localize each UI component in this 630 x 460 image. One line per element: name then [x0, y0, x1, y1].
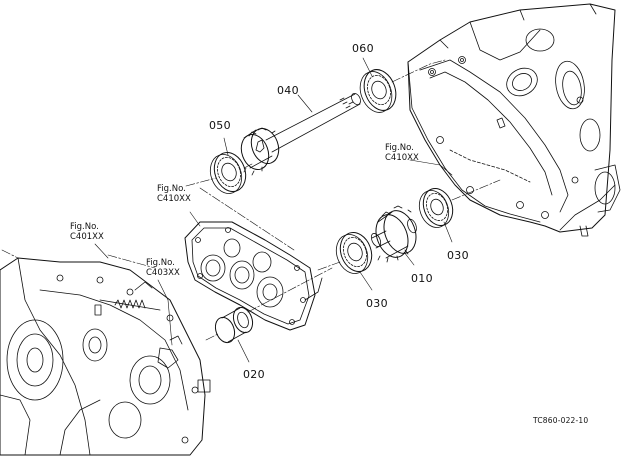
shaft-040: [240, 92, 361, 176]
center-cover: [184, 221, 323, 331]
figure-ref-center: Fig.No. C410XX: [157, 184, 191, 204]
part-label-060: 060: [352, 42, 374, 55]
leader-lines: [94, 57, 453, 363]
figure-ref-lower-left: Fig.No. C403XX: [146, 258, 180, 278]
bearing-060: [359, 69, 397, 113]
figure-ref-prefix: Fig.No.: [70, 222, 99, 232]
figure-ref-prefix: Fig.No.: [157, 184, 186, 194]
figure-ref-upper-right: Fig.No. C410XX: [385, 143, 419, 163]
figure-ref-code: C403XX: [146, 268, 180, 278]
figure-ref-code: C410XX: [385, 153, 419, 163]
part-label-020: 020: [243, 368, 265, 381]
part-label-010: 010: [411, 272, 433, 285]
part-label-030-left: 030: [366, 297, 388, 310]
figure-ref-code: C401XX: [70, 232, 104, 242]
front-housing: [0, 257, 211, 456]
transmission-housing: [407, 3, 621, 237]
figure-ref-left: Fig.No. C401XX: [70, 222, 104, 242]
bearing-030-left: [335, 232, 373, 274]
bearing-030-right: [418, 188, 454, 228]
figure-ref-prefix: Fig.No.: [146, 258, 175, 268]
bushing-020: [214, 306, 254, 344]
part-label-040: 040: [277, 84, 299, 97]
part-label-050: 050: [209, 119, 231, 132]
drawing-code: TC860-022-10: [533, 416, 589, 425]
figure-ref-code: C410XX: [157, 194, 191, 204]
gear-010: [370, 205, 417, 263]
part-label-030-right: 030: [447, 249, 469, 262]
bearing-050: [209, 152, 247, 194]
assembly-center-lines: [1, 59, 501, 341]
figure-ref-prefix: Fig.No.: [385, 143, 414, 153]
